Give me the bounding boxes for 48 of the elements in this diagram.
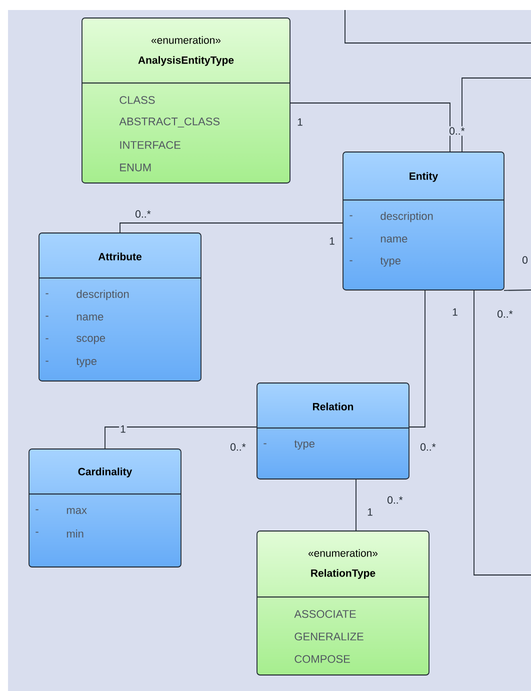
visibility-marker: - bbox=[36, 509, 38, 510]
visibility-marker: - bbox=[46, 360, 48, 362]
visibility-marker: - bbox=[36, 532, 38, 533]
attribute-text: min bbox=[66, 530, 84, 538]
stereotype-label: «enumeration» bbox=[151, 36, 221, 44]
attribute-text: description bbox=[76, 290, 129, 300]
association-line bbox=[409, 290, 426, 428]
attribute-text: description bbox=[380, 212, 433, 222]
class-box bbox=[256, 530, 430, 676]
attribute-text: name bbox=[380, 236, 408, 242]
association-line bbox=[290, 102, 450, 152]
visibility-marker: - bbox=[350, 215, 352, 216]
attribute-text: name bbox=[76, 314, 104, 320]
attribute-text: max bbox=[66, 508, 87, 514]
attribute-text: type bbox=[294, 440, 314, 450]
attribute-text: type bbox=[380, 257, 400, 267]
class-name: Entity bbox=[410, 172, 438, 182]
attribute-text: scope bbox=[76, 336, 106, 344]
enum-literal: COMPOSE bbox=[294, 655, 350, 663]
enum-literal: CLASS bbox=[120, 96, 155, 104]
visibility-marker: - bbox=[46, 293, 48, 294]
visibility-marker: - bbox=[350, 260, 352, 262]
enum-literal: GENERALIZE bbox=[294, 632, 364, 640]
class-name: Attribute bbox=[98, 252, 142, 260]
visibility-marker: - bbox=[46, 316, 48, 317]
class-box bbox=[342, 152, 504, 290]
class-name: Relation bbox=[313, 402, 354, 410]
class-box bbox=[38, 232, 202, 382]
association-line bbox=[462, 78, 531, 152]
attribute-text: type bbox=[76, 358, 96, 368]
visibility-marker: - bbox=[350, 238, 352, 239]
visibility-marker: - bbox=[46, 338, 48, 340]
association-line bbox=[120, 222, 343, 233]
visibility-marker: - bbox=[264, 443, 266, 444]
class-name: RelationType bbox=[311, 569, 376, 579]
association-line bbox=[474, 290, 531, 576]
enum-literal: ABSTRACT_CLASS bbox=[119, 118, 220, 128]
class-box bbox=[82, 18, 290, 184]
association-line bbox=[504, 290, 531, 291]
enum-literal: ASSOCIATE bbox=[294, 610, 356, 618]
association-line bbox=[104, 426, 257, 449]
class-box bbox=[28, 448, 182, 568]
class-name: AnalysisEntityType bbox=[138, 56, 234, 66]
class-box bbox=[256, 382, 410, 480]
stereotype-label: «enumeration» bbox=[308, 549, 378, 557]
enum-literal: INTERFACE bbox=[120, 141, 180, 149]
enum-literal: ENUM bbox=[120, 164, 151, 172]
class-name: Cardinality bbox=[78, 468, 132, 478]
